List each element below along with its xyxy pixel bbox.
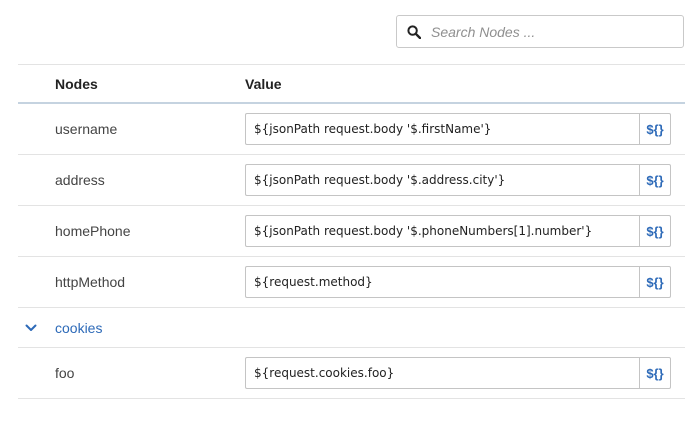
value-field: ${} [245, 357, 671, 389]
table-row: username ${} [18, 104, 685, 155]
node-label: httpMethod [55, 274, 126, 290]
table-row: foo ${} [18, 348, 685, 399]
expression-button[interactable]: ${} [639, 266, 671, 298]
column-header-nodes: Nodes [55, 75, 98, 92]
nodes-table: Nodes Value username ${} address ${} hom… [18, 64, 685, 399]
expression-button[interactable]: ${} [639, 164, 671, 196]
expression-button[interactable]: ${} [639, 357, 671, 389]
value-field: ${} [245, 266, 671, 298]
column-header-value: Value [245, 75, 282, 92]
value-input[interactable] [245, 266, 639, 298]
expression-button[interactable]: ${} [639, 113, 671, 145]
table-row: homePhone ${} [18, 206, 685, 257]
value-field: ${} [245, 164, 671, 196]
search-input[interactable] [431, 17, 671, 46]
node-label: homePhone [55, 223, 131, 239]
table-header: Nodes Value [18, 64, 685, 104]
search-box[interactable] [396, 15, 684, 48]
value-field: ${} [245, 215, 671, 247]
value-input[interactable] [245, 215, 639, 247]
search-icon [407, 24, 421, 39]
value-input[interactable] [245, 164, 639, 196]
expression-button[interactable]: ${} [639, 215, 671, 247]
chevron-down-icon[interactable] [24, 321, 38, 335]
table-row: address ${} [18, 155, 685, 206]
node-label: foo [55, 365, 75, 381]
group-row-cookies[interactable]: cookies [18, 308, 685, 348]
group-toggle[interactable]: cookies [18, 320, 245, 336]
node-label: username [55, 121, 118, 137]
value-input[interactable] [245, 357, 639, 389]
value-field: ${} [245, 113, 671, 145]
value-input[interactable] [245, 113, 639, 145]
table-row: httpMethod ${} [18, 257, 685, 308]
group-label[interactable]: cookies [55, 319, 103, 336]
node-label: address [55, 172, 105, 188]
